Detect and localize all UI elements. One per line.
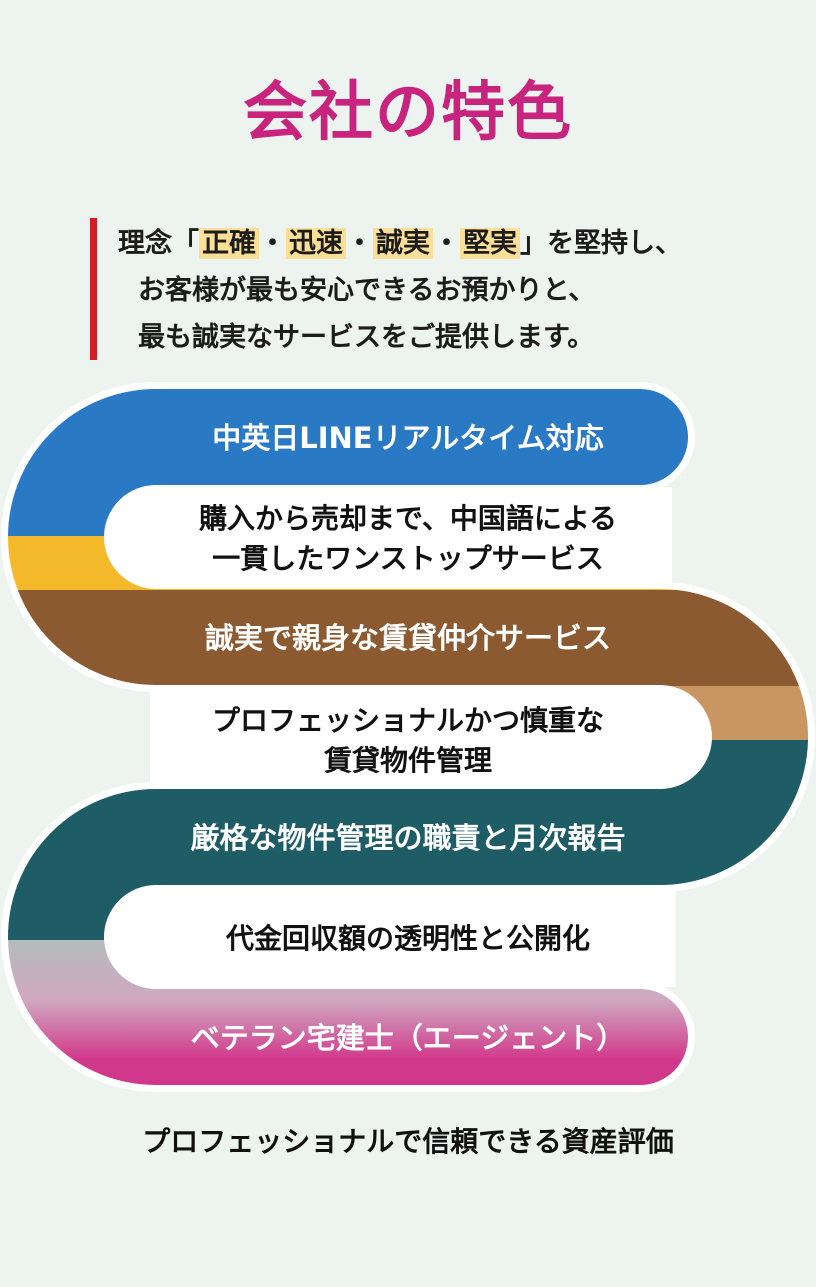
band-transparency <box>156 887 676 987</box>
philosophy-line-1: 理念「正確・迅速・誠実・堅実」を堅持し、 <box>118 224 682 264</box>
feature-agents: ベテラン宅建士（エージェント） <box>190 1021 626 1055</box>
value-speed: 迅速 <box>286 228 346 259</box>
feature-monthly-report: 厳格な物件管理の職責と月次報告 <box>190 821 626 855</box>
philosophy-line-3: 最も誠実なサービスをご提供します。 <box>138 322 595 353</box>
separator: ・ <box>259 228 286 259</box>
feature-rental-brokerage: 誠実で親身な賃貸仲介サービス <box>204 621 611 655</box>
value-accuracy: 正確 <box>199 228 259 259</box>
band-one-stop <box>156 487 672 587</box>
separator: ・ <box>433 228 460 259</box>
philosophy-line-2: お客様が最も安心できるお預かりと、 <box>138 275 596 306</box>
page-title: 会社の特色 <box>243 76 573 150</box>
separator: ・ <box>346 228 373 259</box>
value-sincerity: 誠実 <box>373 228 433 259</box>
philosophy-block: 理念「正確・迅速・誠実・堅実」を堅持し、 お客様が最も安心できるお預かりと、 最… <box>90 218 790 360</box>
feature-one-stop-line-1: 購入から売却まで、中国語による <box>198 502 618 535</box>
band-management <box>150 687 660 787</box>
feature-management-line-1: プロフェッショナルかつ慎重な <box>211 704 604 737</box>
value-steadiness: 堅実 <box>460 228 520 259</box>
feature-valuation: プロフェッショナルで信頼できる資産評価 <box>142 1125 674 1158</box>
feature-line-support: 中英日LINEリアルタイム対応 <box>212 421 604 455</box>
philosophy-suffix: 」を堅持し、 <box>520 228 682 259</box>
feature-management-line-2: 賃貸物件管理 <box>323 744 492 777</box>
accent-bar <box>90 218 97 360</box>
feature-one-stop-line-2: 一貫したワンストップサービス <box>212 542 604 575</box>
philosophy-prefix: 理念「 <box>118 228 199 259</box>
feature-transparency: 代金回収額の透明性と公開化 <box>225 922 590 955</box>
